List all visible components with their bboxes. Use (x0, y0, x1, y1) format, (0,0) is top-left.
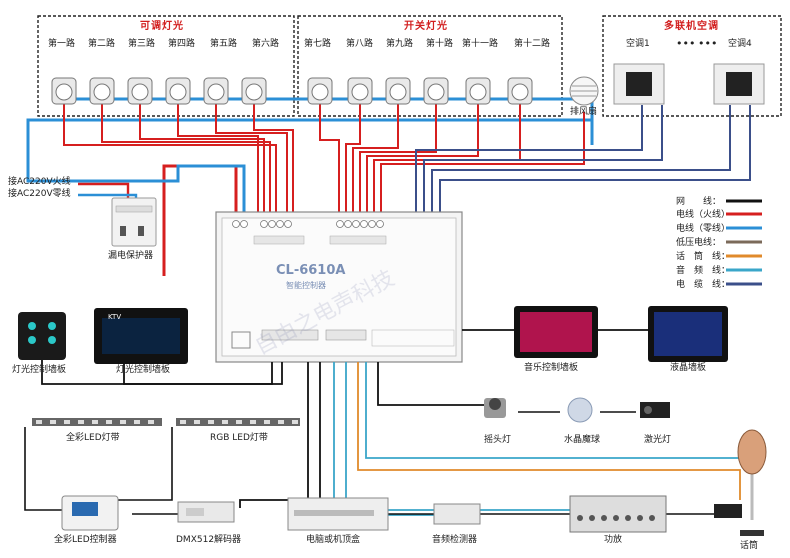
ac-unit-ellipsis: ••• (698, 37, 718, 50)
full-color-led-label: 全彩LED灯带 (66, 433, 120, 443)
legend-label: 音 频 线： (676, 266, 731, 276)
mic-receiver-icon (714, 504, 742, 518)
light-panel-small-icon (18, 312, 66, 360)
dimmable-group-box (37, 15, 295, 117)
computer-stb-icon (287, 497, 389, 531)
breaker-icon (111, 197, 157, 247)
device-label: 话筒 (740, 541, 759, 551)
dmx-decoder-icon (177, 501, 235, 523)
audio-detector-icon (433, 503, 481, 525)
full-color-led-strip (32, 418, 162, 426)
lcd-panel-icon (648, 306, 728, 362)
exhaust-fan-icon (569, 76, 599, 106)
controller-subtitle: 智能控制器 (286, 281, 326, 290)
music-panel-label: 音乐控制墙板 (524, 363, 579, 373)
legend-label: 网 线： (676, 197, 722, 207)
channel-label: 第三路 (128, 39, 156, 49)
device-label: 电脑或机顶盒 (306, 535, 361, 545)
breaker-label: 漏电保护器 (108, 251, 154, 261)
legend-label: 电线（火线） (676, 210, 731, 220)
ac-unit-label: 空调1 (626, 39, 650, 49)
lcd-panel-label: 液晶墙板 (670, 363, 707, 373)
controller-box (215, 211, 463, 363)
channel-label: 第十一路 (462, 39, 499, 49)
ac-unit-ellipsis: ••• (676, 37, 696, 50)
device-label: DMX512解码器 (176, 535, 242, 545)
channel-label: 第七路 (304, 39, 332, 49)
light-panel-screen-text: KTV (108, 313, 122, 321)
ac-unit-label: 空调4 (728, 39, 752, 49)
effect-label: 水晶魔球 (564, 435, 601, 445)
channel-label: 第四路 (168, 39, 196, 49)
light-panel-small-label: 灯光控制墙板 (12, 365, 67, 375)
channel-label: 第一路 (48, 39, 76, 49)
device-label: 音频检测器 (432, 535, 478, 545)
device-label: 功放 (604, 535, 623, 545)
light-panel-main-label: 灯光控制墙板 (116, 365, 171, 375)
laser-icon (640, 402, 670, 418)
legend-label: 电线（零线） (676, 224, 731, 234)
legend-label: 话 筒 线： (676, 252, 731, 262)
rgb-led-label: RGB LED灯带 (210, 433, 268, 443)
moving-head-icon (484, 398, 506, 418)
power-neutral-label: 接AC220V零线 (8, 189, 71, 199)
legend-label: 电 缆 线： (676, 280, 731, 290)
led-controller-icon (61, 495, 119, 531)
controller-model: CL-6610A (276, 263, 346, 278)
channel-label: 第二路 (88, 39, 116, 49)
neutral-wire-main (122, 164, 246, 222)
legend-swatches (726, 199, 762, 286)
effect-label: 摇头灯 (484, 435, 512, 445)
dimmable-group-title: 可调灯光 (140, 21, 184, 32)
ac-group-box (602, 15, 782, 117)
amplifier-icon (569, 495, 667, 533)
effect-label: 激光灯 (644, 435, 672, 445)
switch-group-box (297, 15, 563, 117)
channel-label: 第八路 (346, 39, 374, 49)
ac-group-title: 多联机空调 (664, 21, 719, 32)
light-panel-main-icon (94, 308, 188, 364)
neutral-wire-top (26, 97, 594, 183)
channel-label: 第五路 (210, 39, 238, 49)
channel-label: 第十路 (426, 39, 454, 49)
power-live-label: 接AC220V火线 (8, 177, 71, 187)
channel-label: 第九路 (386, 39, 414, 49)
spotlight-lamps (51, 77, 533, 105)
channel-label: 第六路 (252, 39, 280, 49)
microphone-icon (737, 429, 767, 536)
ac-unit-1-icon (613, 63, 665, 105)
device-label: 全彩LED控制器 (54, 535, 117, 545)
channel-label: 第十二路 (514, 39, 551, 49)
exhaust-fan-label: 排风扇 (570, 107, 598, 117)
legend-label: 低压电线： (676, 238, 722, 248)
ac-unit-4-icon (713, 63, 765, 105)
crystal-ball-icon (567, 397, 593, 423)
switch-group-title: 开关灯光 (404, 21, 448, 32)
rgb-led-strip (176, 418, 300, 426)
music-panel-icon (514, 306, 598, 358)
